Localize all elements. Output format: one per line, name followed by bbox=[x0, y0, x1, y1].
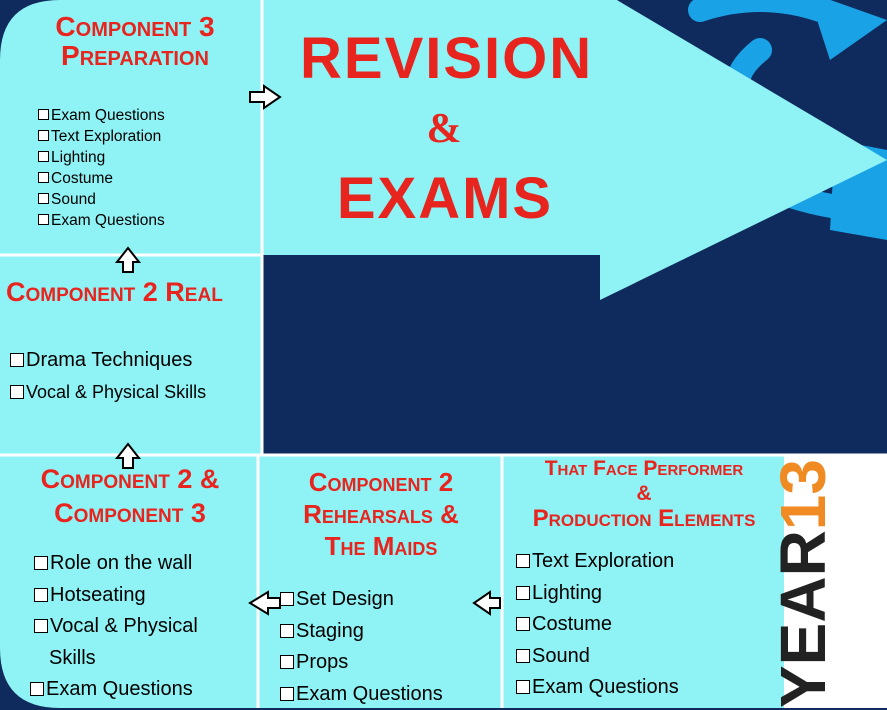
year-13-badge: YEAR13 bbox=[767, 455, 887, 708]
center-title-line2: & bbox=[300, 98, 590, 160]
list-item-label: Sound bbox=[532, 641, 590, 673]
list-item: Costume bbox=[38, 168, 165, 189]
list-item-label: Set Design bbox=[296, 584, 394, 616]
component2-3-list: Role on the wall Hotseating Vocal & Phys… bbox=[34, 548, 198, 706]
list-item: Role on the wall bbox=[34, 548, 198, 580]
list-item: Exam Questions bbox=[30, 674, 198, 706]
list-item: Text Exploration bbox=[516, 546, 679, 578]
component3-prep-list: Exam Questions Text Exploration Lighting… bbox=[38, 105, 165, 231]
component2-3-title: Component 2 & Component 3 bbox=[10, 462, 250, 530]
list-item: Costume bbox=[516, 609, 679, 641]
checkbox-icon bbox=[280, 655, 294, 669]
checkbox-icon bbox=[280, 592, 294, 606]
checkbox-icon bbox=[38, 130, 49, 141]
checkbox-icon bbox=[280, 687, 294, 701]
list-item-label: Drama Techniques bbox=[26, 345, 192, 377]
list-item-label: Lighting bbox=[51, 147, 105, 168]
list-item-label: Exam Questions bbox=[51, 105, 165, 126]
checkbox-icon bbox=[516, 680, 530, 694]
list-item: Lighting bbox=[38, 147, 165, 168]
checkbox-icon bbox=[10, 385, 24, 399]
checkbox-icon bbox=[516, 617, 530, 631]
list-item-label: Sound bbox=[51, 189, 96, 210]
title-line: The Maids bbox=[262, 530, 500, 562]
list-item: Vocal & Physical bbox=[34, 611, 198, 643]
list-item: Lighting bbox=[516, 578, 679, 610]
checkbox-icon bbox=[34, 619, 48, 633]
list-item: Vocal & Physical Skills bbox=[10, 377, 206, 409]
title-line: Component 3 bbox=[10, 496, 250, 530]
checkbox-icon bbox=[38, 214, 49, 225]
component2-real-title: Component 2 Real bbox=[6, 278, 256, 306]
checkbox-icon bbox=[38, 109, 49, 120]
list-item-continuation: Skills bbox=[34, 643, 198, 675]
checkbox-icon bbox=[516, 586, 530, 600]
list-item: Exam Questions bbox=[280, 679, 443, 710]
list-item-label: Costume bbox=[532, 609, 612, 641]
checkbox-icon bbox=[516, 649, 530, 663]
list-item: Exam Questions bbox=[38, 105, 165, 126]
list-item-label: Staging bbox=[296, 616, 364, 648]
center-title-line1: REVISION bbox=[300, 20, 590, 98]
checkbox-icon bbox=[38, 172, 49, 183]
center-title: REVISION & EXAMS bbox=[300, 20, 590, 238]
list-item-label: Vocal & Physical Skills bbox=[26, 377, 206, 409]
list-item-label: Lighting bbox=[532, 578, 602, 610]
checkbox-icon bbox=[34, 556, 48, 570]
list-item: Props bbox=[280, 647, 443, 679]
checkbox-icon bbox=[280, 624, 294, 638]
checkbox-icon bbox=[30, 682, 44, 696]
list-item-label: Props bbox=[296, 647, 348, 679]
component2-real-list: Drama Techniques Vocal & Physical Skills bbox=[10, 345, 206, 408]
list-item-label: Text Exploration bbox=[532, 546, 674, 578]
checkbox-icon bbox=[38, 193, 49, 204]
list-item: Sound bbox=[516, 641, 679, 673]
checkbox-icon bbox=[38, 151, 49, 162]
component2-maids-list: Set Design Staging Props Exam Questions bbox=[280, 584, 443, 710]
list-item: Drama Techniques bbox=[10, 345, 206, 377]
title-line: Component 2 bbox=[262, 466, 500, 498]
list-item-label: Hotseating bbox=[50, 580, 146, 612]
list-item-label: Vocal & Physical bbox=[50, 611, 198, 643]
title-line: Production Elements bbox=[506, 506, 782, 531]
list-item: Staging bbox=[280, 616, 443, 648]
component2-maids-title: Component 2 Rehearsals & The Maids bbox=[262, 466, 500, 562]
title-line: Component 2 Real bbox=[6, 278, 256, 306]
list-item-label: Skills bbox=[49, 643, 96, 675]
title-line: Rehearsals & bbox=[262, 498, 500, 530]
title-line: Component 3 bbox=[20, 12, 250, 41]
title-line: That Face Performer bbox=[506, 456, 782, 481]
list-item-label: Text Exploration bbox=[51, 126, 161, 147]
checkbox-icon bbox=[34, 588, 48, 602]
list-item: Hotseating bbox=[34, 580, 198, 612]
list-item-label: Exam Questions bbox=[51, 210, 165, 231]
list-item-label: Exam Questions bbox=[46, 674, 193, 706]
performer-title: That Face Performer & Production Element… bbox=[506, 456, 782, 531]
list-item: Set Design bbox=[280, 584, 443, 616]
title-line: Component 2 & bbox=[10, 462, 250, 496]
list-item-label: Role on the wall bbox=[50, 548, 192, 580]
list-item-label: Exam Questions bbox=[532, 672, 679, 704]
title-line: Preparation bbox=[20, 41, 250, 70]
title-line: & bbox=[506, 481, 782, 506]
list-item: Exam Questions bbox=[38, 210, 165, 231]
list-item: Sound bbox=[38, 189, 165, 210]
list-item: Exam Questions bbox=[516, 672, 679, 704]
checkbox-icon bbox=[10, 353, 24, 367]
checkbox-icon bbox=[516, 554, 530, 568]
list-item: Text Exploration bbox=[38, 126, 165, 147]
performer-list: Text Exploration Lighting Costume Sound … bbox=[516, 546, 679, 704]
component3-prep-title: Component 3 Preparation bbox=[20, 12, 250, 71]
center-title-line3: EXAMS bbox=[300, 160, 590, 238]
list-item-label: Costume bbox=[51, 168, 113, 189]
list-item-label: Exam Questions bbox=[296, 679, 443, 710]
